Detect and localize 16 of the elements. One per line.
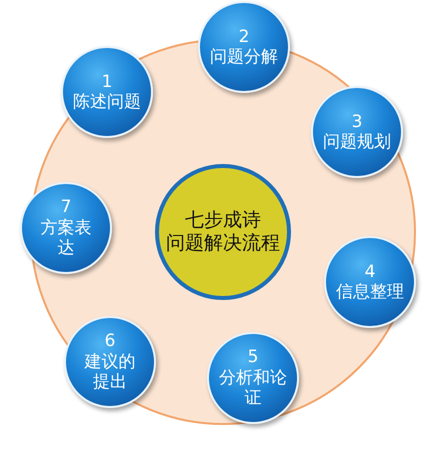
- step-number: 6: [104, 331, 116, 352]
- step-number: 1: [102, 72, 112, 92]
- step-label: 分析和论证: [218, 368, 288, 409]
- step-number: 7: [60, 197, 72, 218]
- step-number: 5: [248, 347, 258, 368]
- center-subtitle: 问题解决流程: [165, 232, 281, 255]
- step-label: 陈述问题: [72, 92, 142, 112]
- step-label: 信息整理: [335, 282, 405, 302]
- step-label: 问题规划: [322, 132, 392, 152]
- step-label: 方案表达: [40, 218, 92, 259]
- step-number: 4: [364, 262, 376, 282]
- center-title: 七步成诗: [184, 209, 262, 232]
- step-label: 问题分解: [209, 47, 279, 68]
- step-number: 2: [238, 26, 250, 47]
- step-label: 建议的提出: [83, 352, 136, 393]
- step-number: 3: [352, 112, 362, 132]
